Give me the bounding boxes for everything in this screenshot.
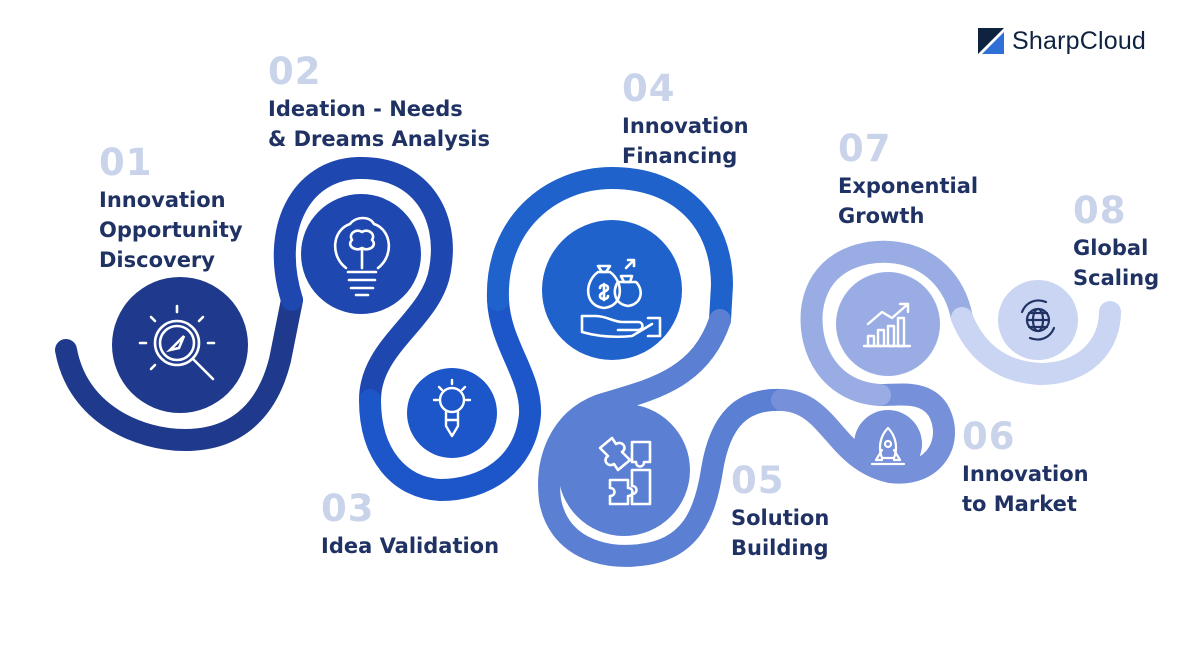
step-04-number: 04 xyxy=(622,67,676,110)
puzzle-icon xyxy=(598,436,652,506)
step-05-circle xyxy=(558,404,690,536)
step-05-number: 05 xyxy=(731,459,785,502)
step-03-number: 03 xyxy=(321,487,375,530)
path-segment-05 xyxy=(538,309,793,567)
step-04: 04 Innovation Financing xyxy=(622,70,749,171)
step-06-circle xyxy=(854,410,922,478)
path-segment-01 xyxy=(55,289,303,451)
path-segment-04 xyxy=(486,167,733,331)
step-02: 02 Ideation - Needs & Dreams Analysis xyxy=(268,53,490,154)
money-bag-hand-icon xyxy=(580,258,662,339)
path-segment-02 xyxy=(273,156,453,411)
step-07-circle xyxy=(836,272,940,376)
step-05-label: Solution Building xyxy=(731,506,830,560)
step-05: 05 Solution Building xyxy=(731,462,829,563)
step-03-label: Idea Validation xyxy=(321,534,500,558)
step-04-label: Innovation Financing xyxy=(622,114,749,168)
step-07-number: 07 xyxy=(838,127,892,170)
globe-icon xyxy=(1020,299,1056,341)
path-segment-06 xyxy=(771,383,955,484)
step-01-label: Innovation Opportunity Discovery xyxy=(99,188,243,272)
step-02-number: 02 xyxy=(268,50,322,93)
path-segment-03 xyxy=(359,289,542,501)
step-06: 06 Innovation to Market xyxy=(962,418,1089,519)
step-04-circle xyxy=(542,220,682,360)
rocket-icon xyxy=(870,426,906,466)
pen-lightbulb-icon xyxy=(432,378,472,438)
path-segment-08 xyxy=(951,301,1121,385)
path-segment-07 xyxy=(800,240,973,406)
step-01-number: 01 xyxy=(99,141,153,184)
step-07-label: Exponential Growth xyxy=(838,174,979,228)
step-07: 07 Exponential Growth xyxy=(838,130,978,231)
brand-name: SharpCloud xyxy=(1012,26,1147,55)
step-03: 03 Idea Validation xyxy=(321,490,499,561)
sharpcloud-logo: SharpCloud xyxy=(978,26,1146,56)
step-01: 01 Innovation Opportunity Discovery xyxy=(99,144,243,275)
step-06-number: 06 xyxy=(962,415,1016,458)
brain-lightbulb-icon xyxy=(333,216,391,297)
compass-magnifier-icon xyxy=(138,304,216,381)
sharpcloud-logo-mark xyxy=(978,28,1004,54)
step-08-number: 08 xyxy=(1073,189,1127,232)
step-08-label: Global Scaling xyxy=(1073,236,1160,290)
step-06-label: Innovation to Market xyxy=(962,462,1089,516)
step-08: 08 Global Scaling xyxy=(1073,192,1159,293)
growth-chart-icon xyxy=(862,302,912,348)
step-02-label: Ideation - Needs & Dreams Analysis xyxy=(268,97,490,151)
